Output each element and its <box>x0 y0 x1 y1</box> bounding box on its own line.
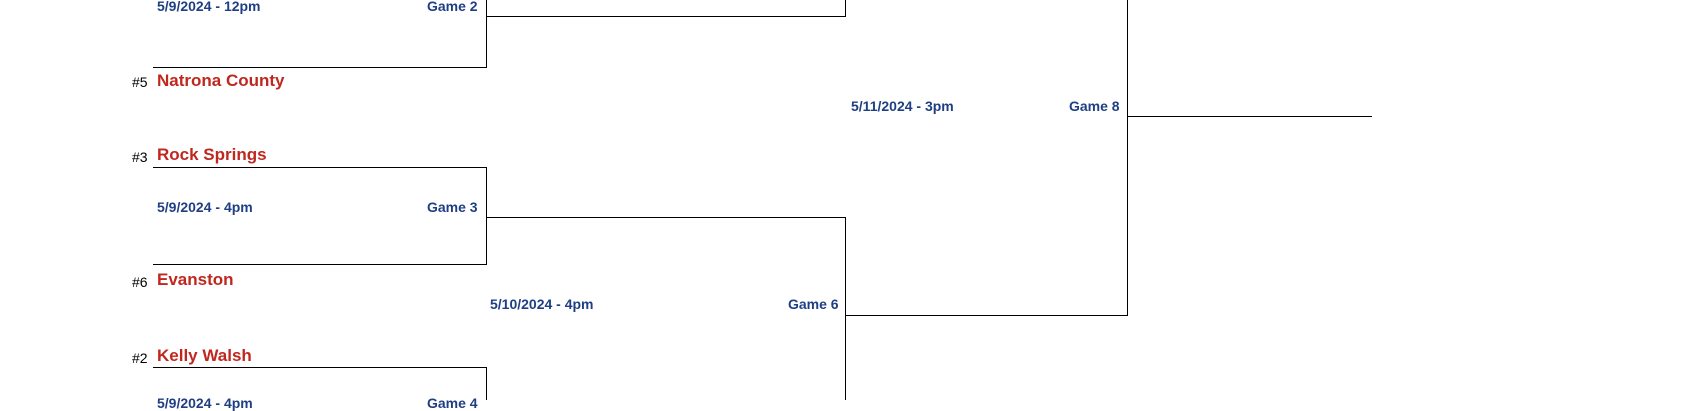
seed-natrona-county: #5 <box>132 74 148 90</box>
bracket-line <box>1127 116 1372 117</box>
game-8-label: Game 8 <box>1069 98 1120 114</box>
game-8-time: 5/11/2024 - 3pm <box>851 98 954 114</box>
seed-rock-springs: #3 <box>132 149 148 165</box>
game-3-label: Game 3 <box>427 199 478 215</box>
game-6-time: 5/10/2024 - 4pm <box>490 296 594 312</box>
bracket-line <box>153 67 487 68</box>
game-6-label: Game 6 <box>788 296 839 312</box>
bracket-line <box>486 167 487 265</box>
bracket-line <box>1127 0 1128 316</box>
game-2-label: Game 2 <box>427 0 478 14</box>
game-3-time: 5/9/2024 - 4pm <box>157 199 253 215</box>
team-kelly-walsh: Kelly Walsh <box>157 346 252 365</box>
team-evanston: Evanston <box>157 270 234 289</box>
seed-kelly-walsh: #2 <box>132 350 148 366</box>
seed-evanston: #6 <box>132 274 148 290</box>
game-4-time: 5/9/2024 - 4pm <box>157 395 253 411</box>
bracket-line <box>486 367 487 400</box>
team-rock-springs: Rock Springs <box>157 145 267 164</box>
bracket-line <box>486 16 846 17</box>
bracket-line <box>153 264 487 265</box>
bracket-line <box>845 217 846 400</box>
bracket-line <box>845 0 846 17</box>
bracket-line <box>153 167 487 168</box>
game-4-label: Game 4 <box>427 395 478 411</box>
bracket-line <box>486 0 487 68</box>
tournament-bracket: 5/9/2024 - 12pm Game 2 #5 Natrona County… <box>132 0 1372 411</box>
bracket-line <box>845 315 1128 316</box>
bracket-line <box>486 217 846 218</box>
game-2-time: 5/9/2024 - 12pm <box>157 0 261 14</box>
team-natrona-county: Natrona County <box>157 71 285 90</box>
bracket-line <box>153 367 487 368</box>
